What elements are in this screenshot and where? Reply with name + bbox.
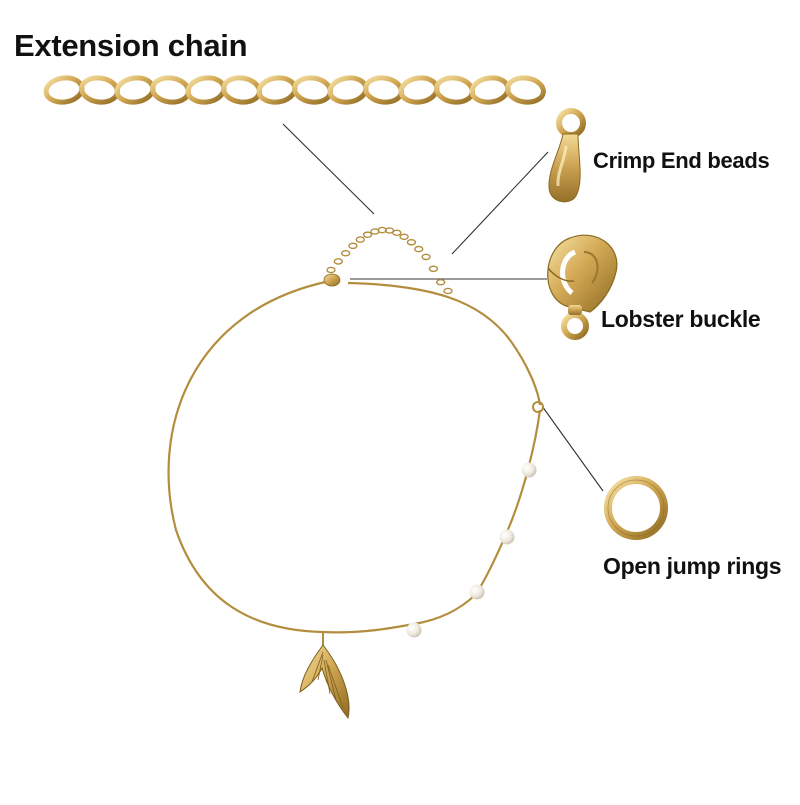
- mermaid-tail-necklace-image: [167, 226, 544, 720]
- chain-link: [434, 75, 475, 105]
- chain-link: [505, 75, 546, 105]
- chain-link: [428, 265, 439, 273]
- leader-line-extension: [282, 123, 375, 215]
- chain-link: [150, 75, 191, 105]
- chain-link: [355, 236, 365, 243]
- extension-chain-image: [43, 75, 546, 105]
- pearl: [406, 622, 422, 638]
- chain-link: [421, 253, 431, 261]
- chain-link: [399, 233, 409, 241]
- chain-link: [363, 75, 404, 105]
- leader-line-crimp: [451, 151, 549, 255]
- chain-link: [469, 75, 511, 105]
- chain-link: [43, 75, 85, 105]
- crimp-end-bead-image: [548, 108, 586, 203]
- label-crimp-end-beads: Crimp End beads: [593, 148, 770, 173]
- chain-link: [79, 75, 120, 105]
- chain-link: [333, 258, 344, 265]
- chain-link: [362, 231, 373, 239]
- label-extension-chain: Extension chain: [14, 28, 248, 63]
- chain-link: [406, 238, 417, 246]
- chain-link: [443, 287, 453, 295]
- chain-link: [221, 75, 262, 105]
- chain-link: [398, 75, 440, 105]
- leader-line-jumpring: [541, 405, 604, 492]
- chain-link: [392, 229, 402, 237]
- small-extender-chain: [326, 226, 453, 295]
- chain-link: [340, 249, 351, 257]
- jump-ring-image: [604, 476, 668, 540]
- chain-link: [435, 278, 446, 286]
- label-open-jump-rings: Open jump rings: [603, 553, 782, 579]
- lobster-clasp-image: [547, 234, 618, 340]
- chain-link: [348, 242, 358, 250]
- pearl: [469, 584, 485, 600]
- chain-link: [326, 266, 336, 274]
- chain-link: [414, 245, 424, 253]
- chain-link: [327, 75, 369, 105]
- pearl: [499, 529, 515, 545]
- chain-link: [185, 75, 227, 105]
- chain-link: [256, 75, 298, 105]
- chain-link: [114, 75, 156, 105]
- leader-lines: [282, 123, 604, 492]
- label-lobster-buckle: Lobster buckle: [601, 306, 761, 332]
- chain-link: [292, 75, 333, 105]
- pearl: [521, 462, 537, 478]
